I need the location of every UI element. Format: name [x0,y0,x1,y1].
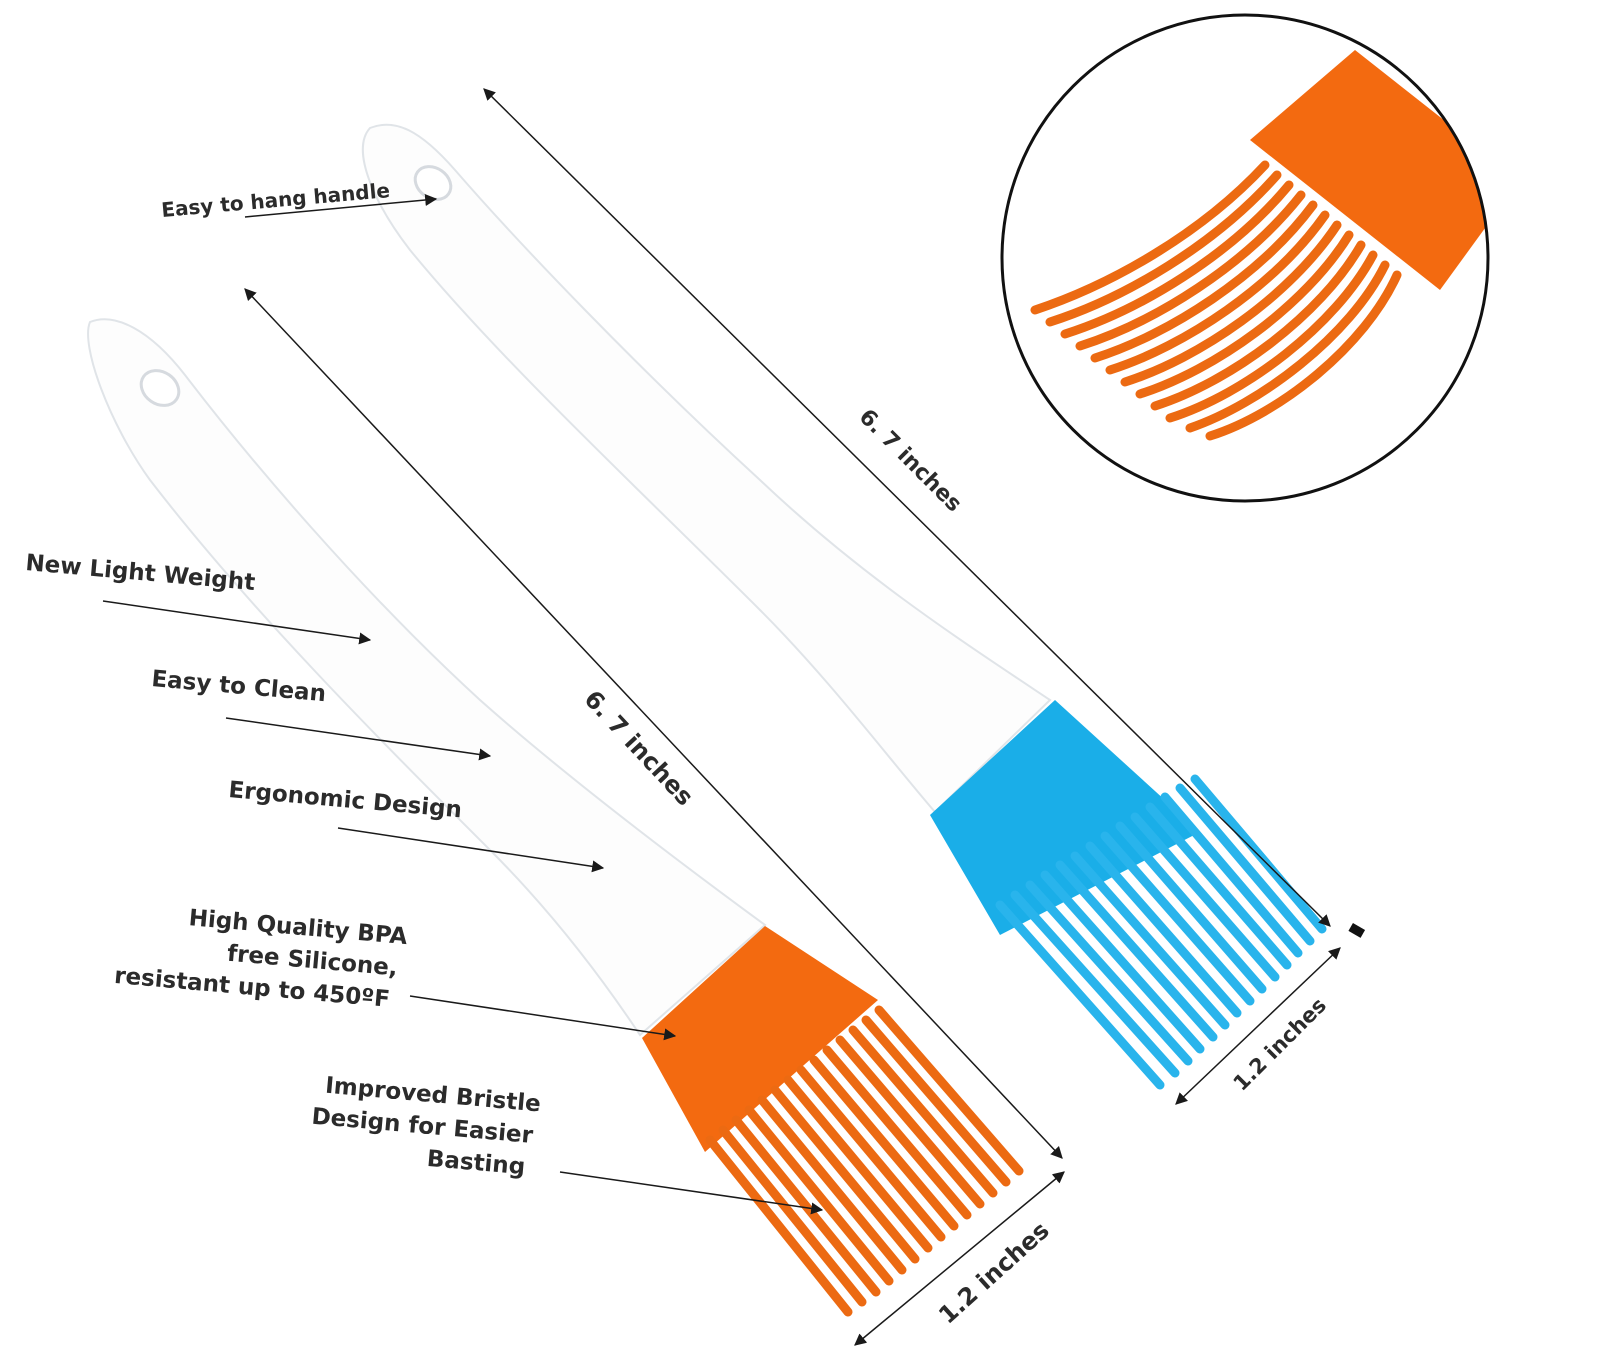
silicone-label: High Quality BPA free Silicone, resistan… [113,905,409,1013]
silicone-arrow [409,995,677,1041]
easy-clean-arrow [225,717,492,761]
light-weight-arrow [102,600,372,645]
bristle-label: Improved Bristle Design for Easier Basti… [311,1073,542,1181]
blue-length-end-mark [1348,923,1366,938]
blue-hang-hole [413,165,453,201]
blue-width-line [1175,947,1341,1105]
blue-width-label: 1.2 inches [1229,993,1331,1095]
orange-length-label: 6. 7 inches [579,685,699,811]
bristle-arrow [559,1171,824,1215]
orange-hang-hole [139,369,181,407]
orange-width-line [854,1171,1065,1346]
hang-handle-label: Easy to hang handle [160,178,391,222]
easy-clean-label: Easy to Clean [150,666,327,707]
ergonomic-arrow [337,827,605,873]
orange-width-label: 1.2 inches [933,1216,1054,1329]
bristle-label-line3: Basting [426,1146,526,1180]
blue-length-label: 6. 7 inches [854,405,967,518]
orange-pastry-brush [87,318,1024,1317]
dimension-lines [244,88,1341,1346]
bristle-closeup-inset [1000,13,1490,503]
hang-handle-arrow [244,194,438,218]
orange-length-line [244,288,1063,1159]
silicone-label-line1: High Quality BPA [188,905,409,950]
callout-arrows [102,194,824,1215]
